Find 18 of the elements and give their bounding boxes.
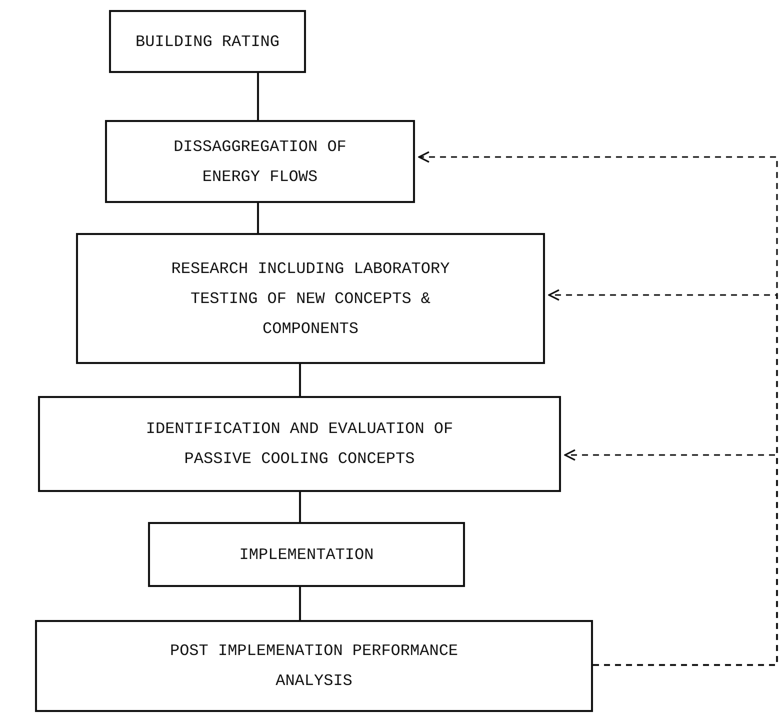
process-box (148, 522, 465, 587)
process-box (38, 396, 561, 492)
connector-line (299, 364, 301, 396)
connector-line (257, 73, 259, 120)
box-label: RESEARCH INCLUDING LABORATORY TESTING OF NEW CONCEPTS & COMPONENTS (170, 258, 451, 340)
box-label: IDENTIFICATION AND EVALUATION OF PASSIVE COOLING CONCEPTS (144, 419, 454, 470)
connector-line (299, 587, 301, 620)
box-label: DISSAGGREGATION OF ENERGY FLOWS (172, 136, 348, 188)
process-box (109, 10, 306, 73)
process-box (105, 120, 415, 203)
process-box (35, 620, 593, 712)
process-box (76, 233, 545, 364)
box-label: IMPLEMENTATION (239, 544, 374, 566)
connector-line (299, 492, 301, 522)
box-label: POST IMPLEMENATION PERFORMANCE ANALYSIS (168, 641, 460, 692)
connector-line (257, 203, 259, 233)
feedback-arrow (564, 449, 778, 666)
box-label: BUILDING RATING (135, 32, 280, 52)
